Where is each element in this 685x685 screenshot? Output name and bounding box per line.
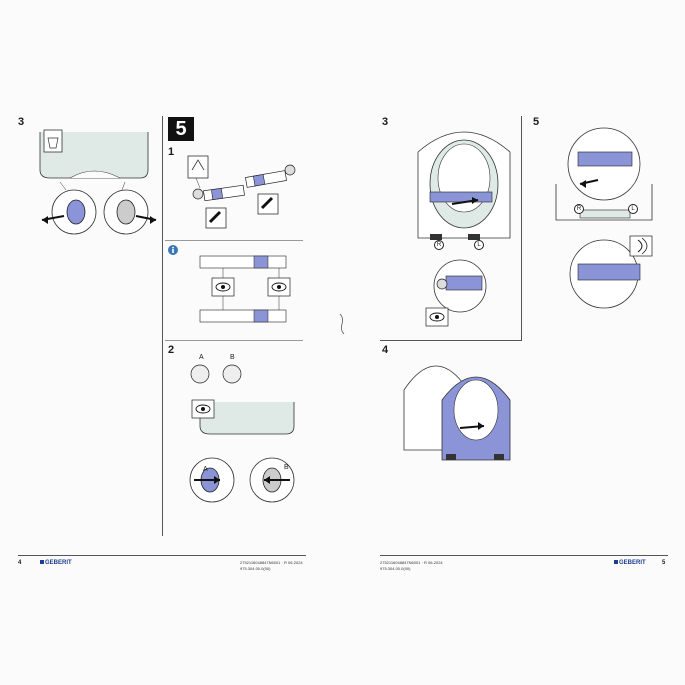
step-3-number-right: 3: [382, 116, 389, 128]
step-5-illustration: [555, 127, 653, 309]
footer-rule-right: [380, 555, 668, 556]
geberit-logo-left: GEBERIT: [40, 560, 72, 566]
footer-ref-left: 975.304.00.0(00): [240, 566, 271, 571]
footer-code-left: 2752116048847N6001 · R 06-2024: [240, 560, 303, 565]
step-3-seat-illustration: [417, 131, 511, 327]
left-marker-step5: L: [628, 204, 638, 214]
label-b-bottom: B: [284, 464, 289, 471]
label-b-top: B: [230, 354, 235, 361]
substep-1-illustration: [187, 155, 296, 229]
step-3-illustration: [39, 129, 157, 235]
right-marker: R: [434, 240, 444, 250]
step-5-number-right: 5: [533, 116, 540, 128]
info-icon: [168, 245, 178, 255]
logo-text-right: GEBERIT: [619, 560, 646, 566]
column-divider-right: [521, 116, 522, 341]
step-3-number: 3: [18, 116, 25, 128]
binder-mark: [339, 313, 345, 335]
substep-2-number: 2: [168, 344, 175, 356]
page-number-left: 4: [18, 560, 22, 566]
left-marker: L: [474, 240, 484, 250]
footer-ref-right: 975.304.00.0(00): [380, 566, 411, 571]
footer-rule-left: [18, 555, 306, 556]
substep-2-illustration: [189, 364, 295, 503]
substep-1-number: 1: [168, 146, 175, 158]
right-marker-step5: R: [574, 204, 584, 214]
logo-text: GEBERIT: [45, 560, 72, 566]
step-4-illustration: [403, 365, 511, 461]
divider-right: [380, 340, 522, 341]
divider-1: [165, 240, 303, 241]
divider-2: [165, 340, 303, 341]
footer-code-right: 2752116048847N6001 · R 06-2024: [380, 560, 443, 565]
page-number-right: 5: [662, 560, 666, 566]
step-5-badge: 5: [168, 117, 194, 141]
info-illustration: [199, 255, 291, 323]
step-4-number: 4: [382, 344, 389, 356]
label-a-top: A: [199, 354, 204, 361]
label-a-bottom: A: [203, 466, 208, 473]
column-divider-left: [162, 116, 163, 536]
geberit-logo-right: GEBERIT: [614, 560, 646, 566]
